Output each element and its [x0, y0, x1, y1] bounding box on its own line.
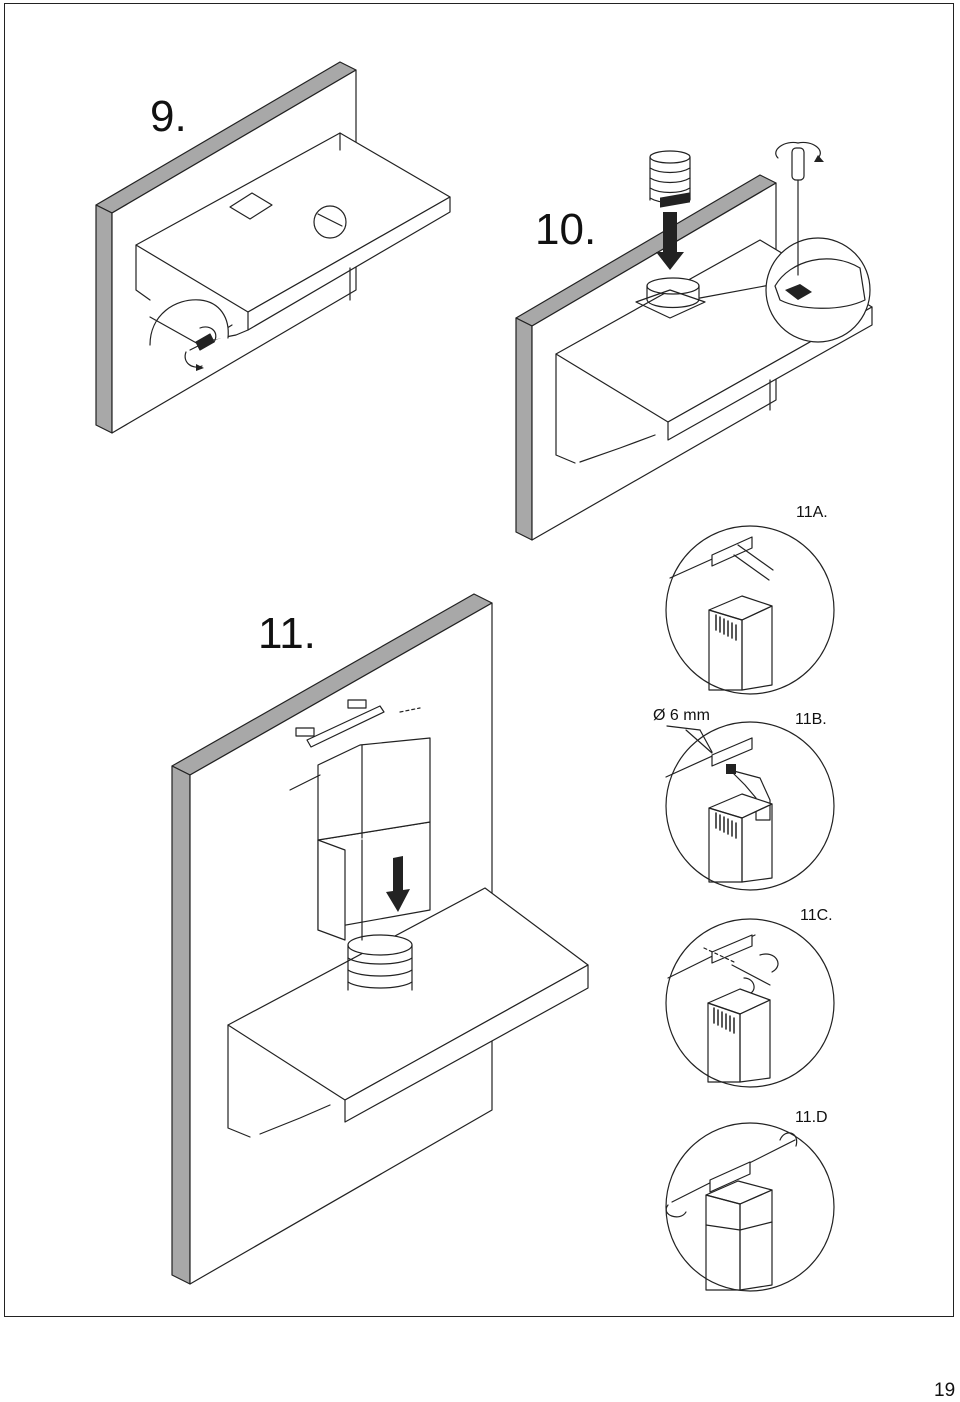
step-10-label: 10. — [535, 205, 597, 254]
page-frame — [4, 3, 954, 1317]
step9-wall-hood-illustration — [95, 61, 451, 434]
step-11-label: 11. — [258, 609, 316, 658]
drill-spec-label: Ø 6 mm — [653, 707, 710, 724]
detail-11c-illustration — [665, 918, 835, 1088]
step-9-label: 9. — [150, 92, 187, 141]
drill-spec-leader — [666, 725, 701, 731]
detail-11b-illustration — [665, 721, 835, 891]
step-11a-label: 11A. — [796, 504, 828, 521]
detail-11a-illustration — [665, 525, 835, 695]
step11-chimney-install-illustration — [171, 593, 589, 1285]
drill-spec-leader-arrow — [699, 729, 713, 753]
detail-11d-illustration — [665, 1122, 835, 1292]
step-11d-label: 11.D — [795, 1109, 828, 1126]
step-11b-label: 11B. — [795, 711, 827, 728]
page-number: 19 — [934, 1380, 956, 1401]
step10-duct-connection-illustration — [515, 141, 873, 541]
step-11c-label: 11C. — [800, 907, 833, 924]
